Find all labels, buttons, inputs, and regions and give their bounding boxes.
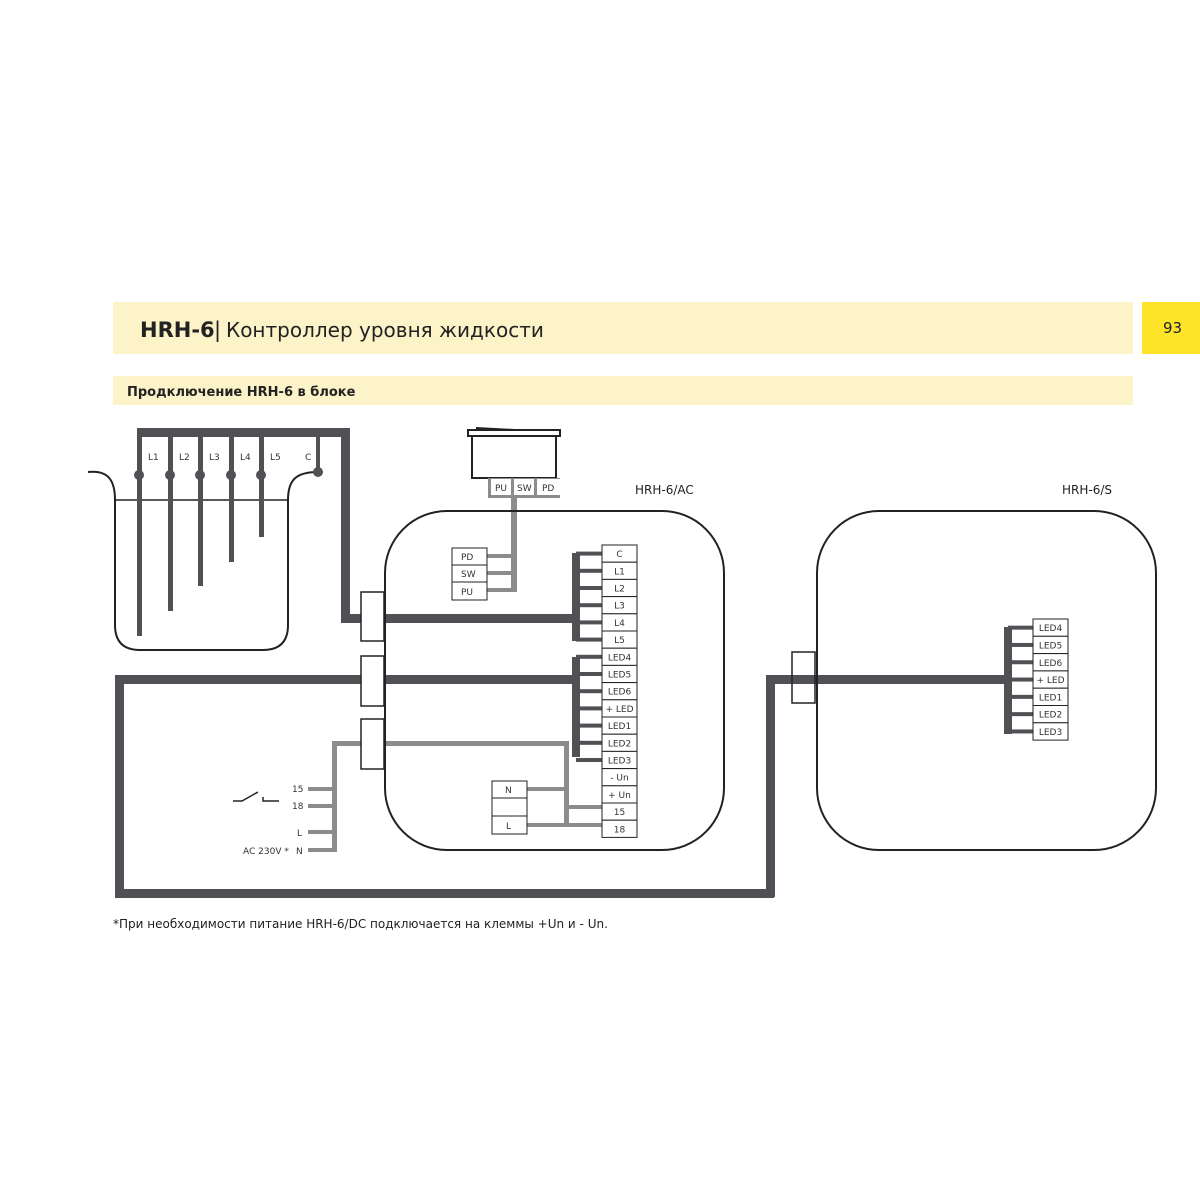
s-cable-gland bbox=[791, 651, 816, 704]
svg-text:L1: L1 bbox=[148, 453, 159, 463]
terminal-label: C bbox=[616, 550, 622, 560]
header-band bbox=[113, 302, 1133, 354]
svg-text:L4: L4 bbox=[240, 453, 251, 463]
terminal-label: LED6 bbox=[1039, 659, 1063, 669]
page-number: 93 bbox=[1163, 319, 1182, 337]
svg-text:L: L bbox=[297, 829, 302, 839]
dark-wires bbox=[115, 428, 1012, 898]
svg-text:L5: L5 bbox=[270, 453, 281, 463]
float-switch: PU SW PD bbox=[467, 427, 561, 498]
svg-text:15: 15 bbox=[292, 785, 303, 795]
external-labels: 15 18 L N AC 230V * bbox=[243, 785, 304, 857]
svg-text:L: L bbox=[506, 822, 511, 832]
svg-text:PD: PD bbox=[461, 553, 473, 563]
terminal-label: LED5 bbox=[1039, 641, 1062, 651]
terminal-stub bbox=[576, 637, 602, 642]
page-title-model: HRH-6 bbox=[140, 318, 215, 342]
ac-switch-inputs: PD SW PU bbox=[451, 547, 488, 601]
page-number-box bbox=[1142, 302, 1200, 354]
terminal-stub bbox=[1008, 625, 1033, 630]
terminal-label: LED2 bbox=[1039, 711, 1062, 721]
terminal-stub bbox=[576, 723, 602, 728]
terminal-label: LED3 bbox=[1039, 728, 1062, 738]
terminal-label: L3 bbox=[614, 602, 625, 612]
terminal-label: L5 bbox=[614, 636, 625, 646]
ac-cable-glands bbox=[360, 591, 385, 770]
title-separator: | bbox=[214, 318, 221, 343]
svg-text:N: N bbox=[505, 786, 512, 796]
svg-text:L2: L2 bbox=[179, 453, 190, 463]
controller-ac-label: HRH-6/AC bbox=[635, 483, 694, 497]
terminal bbox=[1032, 722, 1069, 741]
terminal-label: L2 bbox=[614, 585, 625, 595]
terminal-label: LED1 bbox=[608, 722, 631, 732]
terminal-label: LED1 bbox=[1039, 693, 1062, 703]
terminal-label: LED3 bbox=[608, 757, 631, 767]
svg-text:PU: PU bbox=[495, 484, 507, 494]
terminal-stub bbox=[1008, 729, 1033, 734]
footnote: *При необходимости питание HRH-6/DC подк… bbox=[113, 917, 608, 931]
terminal-stub bbox=[576, 740, 602, 745]
controller-s-label: HRH-6/S bbox=[1062, 483, 1112, 497]
terminal-label: L4 bbox=[614, 619, 625, 629]
terminal-label: + LED bbox=[605, 705, 633, 715]
terminal-stub bbox=[576, 603, 602, 608]
terminal-label: - Un bbox=[610, 774, 628, 784]
svg-text:C: C bbox=[305, 453, 311, 463]
svg-text:N: N bbox=[296, 847, 303, 857]
terminal-stub bbox=[576, 586, 602, 590]
terminal-stub bbox=[576, 620, 602, 625]
terminal-stub bbox=[576, 758, 602, 762]
terminal-label: LED2 bbox=[608, 739, 631, 749]
svg-text:18: 18 bbox=[292, 802, 304, 812]
terminal-stub bbox=[576, 672, 602, 676]
terminal-stub bbox=[576, 654, 602, 659]
section-title: Продключение HRH-6 в блоке bbox=[127, 385, 356, 400]
svg-text:PU: PU bbox=[461, 588, 473, 598]
terminal-label: 18 bbox=[614, 825, 626, 835]
controller-ac-housing bbox=[384, 510, 725, 851]
svg-text:PD: PD bbox=[542, 484, 554, 494]
terminal-label: LED4 bbox=[1039, 624, 1063, 634]
svg-text:SW: SW bbox=[517, 484, 532, 494]
electrode-dots bbox=[134, 467, 323, 480]
gray-wires bbox=[308, 496, 603, 852]
terminal-stub bbox=[1008, 694, 1033, 699]
subheader-band bbox=[113, 376, 1133, 405]
terminal bbox=[601, 819, 638, 838]
terminal-label: + LED bbox=[1036, 676, 1064, 686]
terminal-stub bbox=[576, 689, 602, 694]
svg-text:SW: SW bbox=[461, 570, 476, 580]
terminal-label: L1 bbox=[614, 567, 625, 577]
ac-power-block: N L bbox=[491, 780, 528, 835]
electrode-labels: L1 L2 L3 L4 L5 C bbox=[148, 453, 311, 463]
terminal-stub bbox=[576, 568, 602, 573]
terminal-label: + Un bbox=[608, 791, 631, 801]
terminal-stub bbox=[576, 706, 602, 711]
controller-s-housing bbox=[816, 510, 1157, 851]
terminal-label: 15 bbox=[614, 808, 625, 818]
page-title: Контроллер уровня жидкости bbox=[226, 318, 544, 342]
terminal-stub bbox=[1008, 660, 1033, 665]
external-contact-switch-icon bbox=[233, 791, 279, 802]
svg-text:AC 230V *: AC 230V * bbox=[243, 847, 289, 857]
terminal-label: LED4 bbox=[608, 653, 632, 663]
terminal-label: LED6 bbox=[608, 688, 632, 698]
svg-text:L3: L3 bbox=[209, 453, 220, 463]
terminal-stub bbox=[576, 551, 602, 556]
terminal-label: LED5 bbox=[608, 671, 631, 681]
terminal-stub bbox=[1008, 677, 1033, 682]
terminal-stub bbox=[1008, 712, 1033, 717]
terminal-stub bbox=[1008, 642, 1033, 647]
